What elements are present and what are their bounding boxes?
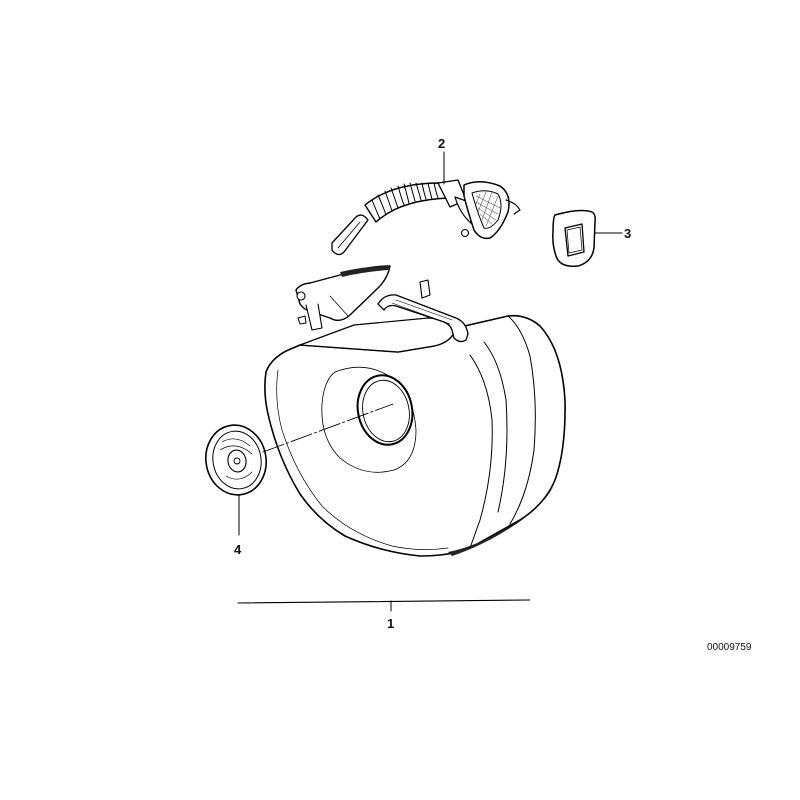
callout-label-1: 1 [387, 616, 395, 631]
callout-label-3: 3 [624, 226, 632, 241]
part-3-gasket [552, 209, 596, 268]
callout-label-4: 4 [234, 542, 242, 557]
assembly-axis-line [262, 403, 394, 453]
part-4-plug [205, 424, 267, 496]
callout-label-2: 2 [438, 136, 446, 151]
part-2-spout [331, 179, 521, 256]
part-1-canister [264, 265, 566, 557]
diagram-id-number: 00009759 [707, 642, 752, 653]
callout-1-bracket [237, 599, 531, 604]
